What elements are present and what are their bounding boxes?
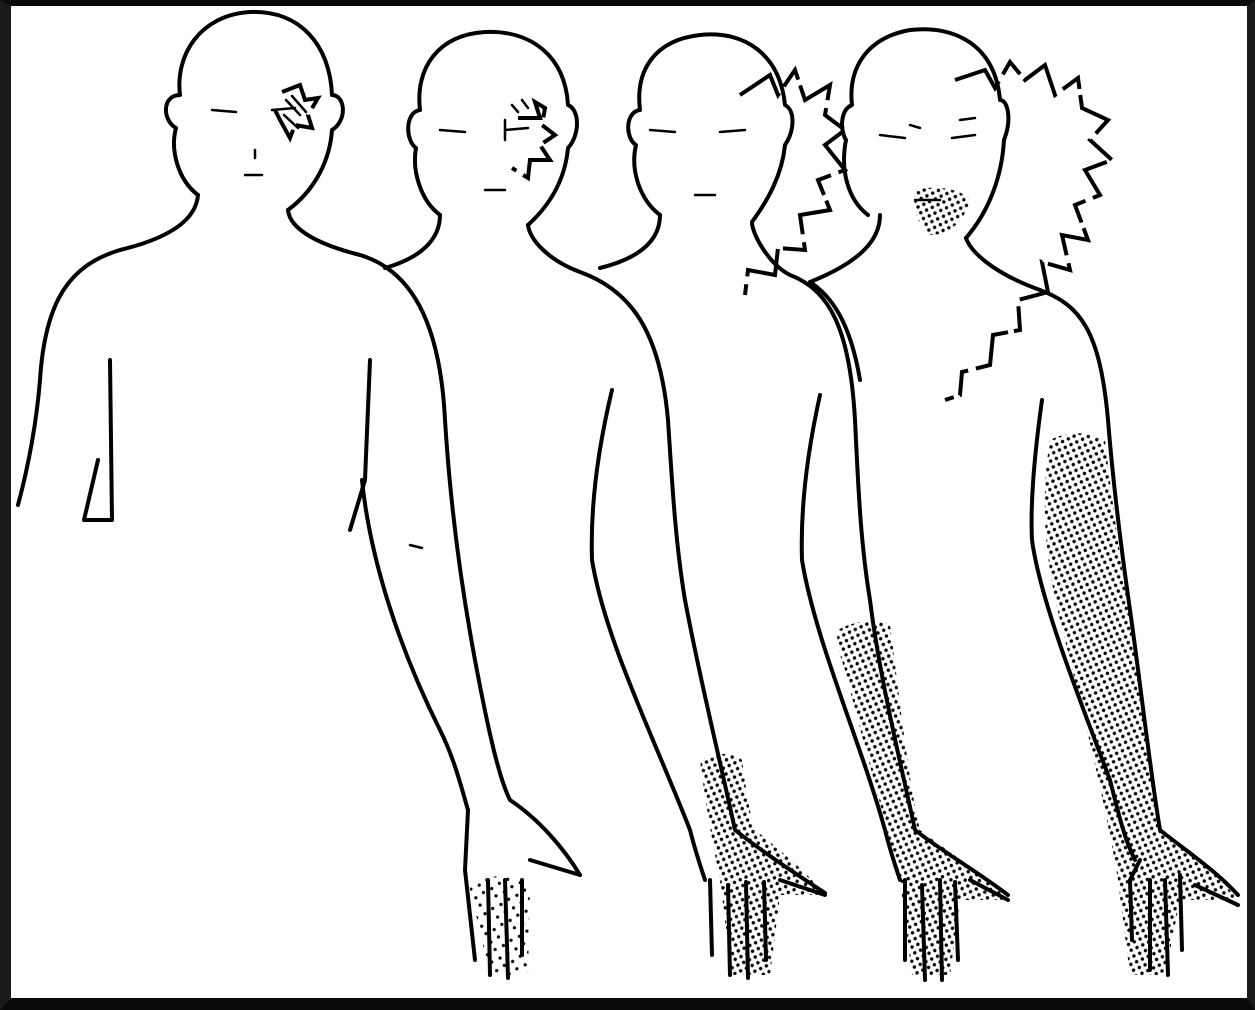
eye-right bbox=[720, 130, 745, 132]
figure-stage-3 bbox=[600, 34, 1008, 980]
eye-left bbox=[440, 130, 465, 132]
eye-right bbox=[272, 108, 295, 110]
chin-shading bbox=[914, 188, 970, 235]
torso-left bbox=[84, 360, 112, 520]
head-outline bbox=[166, 12, 343, 210]
eye-left bbox=[212, 110, 236, 112]
arm-outline bbox=[362, 480, 468, 810]
head-outline bbox=[408, 32, 577, 225]
lesion-border bbox=[512, 102, 555, 178]
figure-svg bbox=[11, 6, 1247, 998]
arm-shading bbox=[700, 754, 825, 975]
eye-right bbox=[952, 135, 975, 138]
arm-shading bbox=[1045, 433, 1238, 975]
arm-outline bbox=[592, 390, 705, 880]
figure-stage-1 bbox=[18, 12, 580, 978]
body-outline bbox=[600, 215, 1008, 895]
figure-stage-4 bbox=[810, 29, 1238, 975]
lesion-border bbox=[740, 70, 845, 295]
body-outline bbox=[385, 215, 825, 893]
body-outline bbox=[18, 195, 580, 875]
eye-left bbox=[880, 135, 905, 138]
eye-right bbox=[505, 128, 528, 130]
eye-left bbox=[650, 130, 675, 132]
